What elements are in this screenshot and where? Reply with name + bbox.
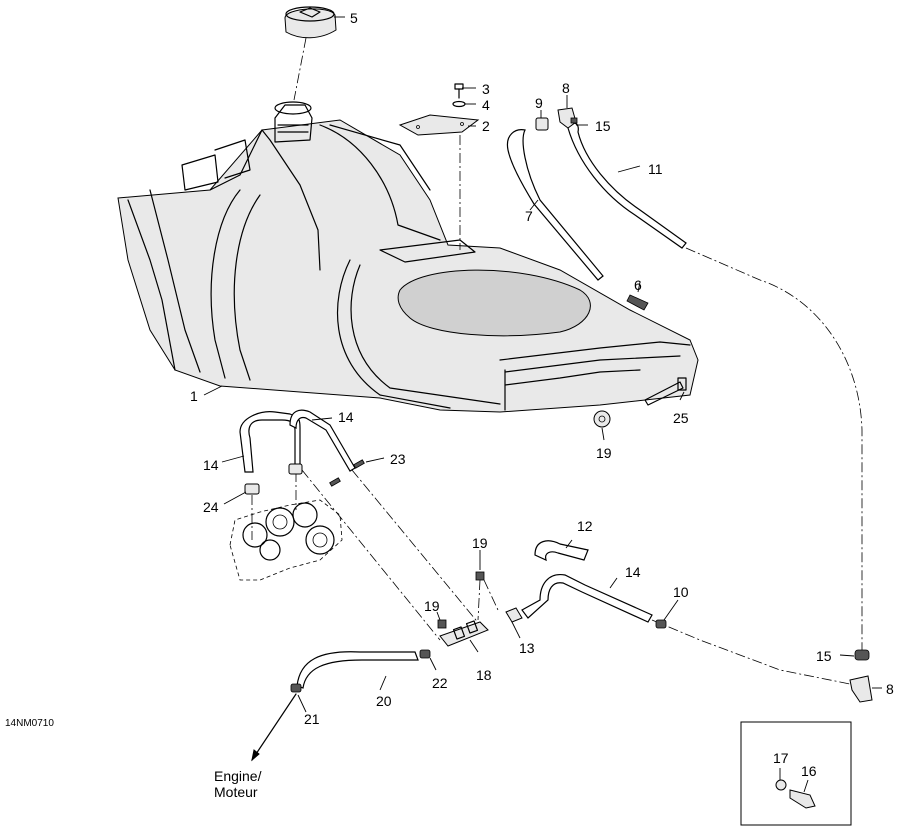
fuel-hose-12: [534, 540, 589, 562]
diagram-code: 14NM0710: [5, 718, 54, 729]
callout-16: 16: [801, 763, 817, 779]
fuel-hose-14-lower: [521, 573, 653, 623]
clamp-23b: [329, 477, 341, 487]
callout-8-lower: 8: [886, 681, 894, 697]
clamp-15-lower: [854, 649, 870, 661]
callout-11: 11: [648, 161, 663, 177]
screw: [454, 83, 464, 99]
engine-note-line1: Engine/: [214, 768, 262, 784]
callout-25: 25: [673, 410, 689, 426]
callout-18: 18: [476, 667, 492, 683]
callout-19-top: 19: [596, 445, 612, 461]
callout-17: 17: [773, 750, 789, 766]
clamp-21: [290, 683, 302, 693]
clamp-10: [655, 619, 667, 629]
callout-15-top: 15: [595, 118, 611, 134]
callout-24: 24: [203, 499, 219, 515]
vent-hose-7: [506, 129, 604, 281]
callout-3: 3: [482, 81, 490, 97]
fitting-16: [789, 789, 816, 809]
bolt-25: [644, 377, 687, 406]
callout-9: 9: [535, 95, 543, 111]
nut-19-mid: [475, 571, 485, 581]
washer: [452, 100, 466, 108]
clamp-23: [353, 459, 365, 469]
cap-alignment-line: [293, 37, 307, 101]
clamp-17: [775, 779, 787, 791]
leader-lines: [203, 16, 882, 793]
callout-14-top: 14: [338, 409, 354, 425]
carburetor-assembly: [229, 499, 343, 581]
fuel-valve-18: [439, 620, 489, 647]
fuel-hose-14-right: [289, 409, 356, 472]
elbow-fitting-8-top: [557, 107, 578, 129]
callout-8-top: 8: [562, 80, 570, 96]
callout-13: 13: [519, 640, 535, 656]
clamp-24b: [288, 463, 303, 475]
vent-hose-11: [567, 122, 687, 249]
fuel-tank: [117, 101, 699, 413]
check-valve-9: [535, 117, 549, 131]
fuel-cap: [284, 6, 337, 39]
callout-14-lower: 14: [625, 564, 641, 580]
callout-19-low: 19: [424, 598, 440, 614]
callout-1: 1: [190, 388, 198, 404]
elbow-fitting-8-lower: [849, 675, 873, 703]
callout-5: 5: [350, 10, 358, 26]
callout-22: 22: [432, 675, 448, 691]
callout-20: 20: [376, 693, 392, 709]
callout-21: 21: [304, 711, 320, 727]
clamp-22: [419, 649, 431, 659]
callout-23: 23: [390, 451, 406, 467]
nut-19-low: [437, 619, 447, 629]
fuel-line-20: [296, 651, 419, 689]
callout-14-left: 14: [203, 457, 219, 473]
callout-7: 7: [525, 208, 533, 224]
callout-19-mid: 19: [472, 535, 488, 551]
engine-direction-arrow: [251, 693, 297, 761]
callout-15-lower: 15: [816, 648, 832, 664]
callout-12: 12: [577, 518, 593, 534]
callout-2: 2: [482, 118, 490, 134]
connector-13: [505, 607, 523, 623]
vent-line-path: [685, 247, 863, 650]
callout-4: 4: [482, 97, 490, 113]
engine-note-line2: Moteur: [214, 784, 258, 800]
callout-6: 6: [634, 277, 642, 293]
fitting-6: [626, 294, 649, 311]
callout-10: 10: [673, 584, 689, 600]
nut-19-top: [593, 410, 611, 428]
clamp-24: [244, 483, 260, 495]
detail-inset-box: [740, 721, 852, 826]
